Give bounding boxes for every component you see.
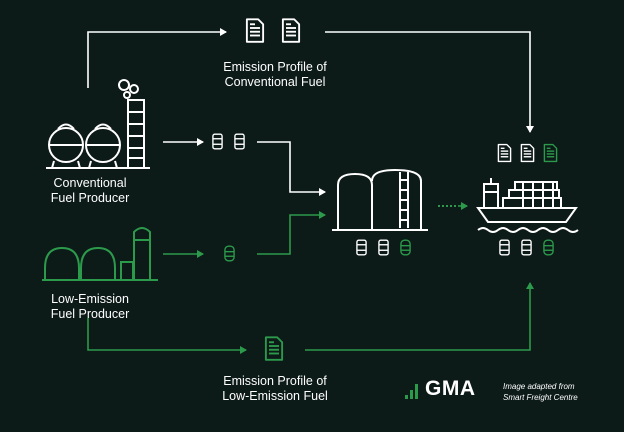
connector-bottom [87,282,534,354]
image-credit: Image adapted from Smart Freight Centre [503,381,578,403]
biogas-plant-icon [42,227,158,281]
barrel-icon [378,239,389,256]
label-line: Low-Emission Fuel Producer [50,292,130,321]
conventional-profile-label: Emission Profile of Conventional Fuel [200,60,350,90]
gma-logo-text: GMA [425,377,476,400]
barrel-icon [521,239,532,256]
document-icon [281,18,301,43]
low-emission-producer-label: Low-Emission Fuel Producer [30,292,150,322]
barrel-icon [234,133,245,150]
barrel-icon [499,239,510,256]
document-icon [245,18,265,43]
credit-line-1: Image adapted from [503,382,575,391]
refinery-icon [46,79,150,169]
connector-low-emission-fuel [163,211,326,258]
document-icon [520,143,535,163]
connector-top [87,28,534,133]
barrel-icon [224,245,235,262]
gma-logo-icon [405,384,418,399]
label-line: Emission Profile of Conventional Fuel [223,60,327,89]
document-icon [543,143,558,163]
barrel-icon [212,133,223,150]
credit-line-2: Smart Freight Centre [503,393,578,402]
document-icon [264,336,284,361]
label-line: Conventional Fuel Producer [50,176,130,205]
barrel-icon [543,239,554,256]
barrel-icon [356,239,367,256]
ship-icon [476,178,579,233]
conventional-producer-label: Conventional Fuel Producer [30,176,150,206]
low-emission-profile-label: Emission Profile of Low-Emission Fuel [195,374,355,404]
storage-tank-icon [332,168,428,231]
document-icon [497,143,512,163]
connector-conventional-fuel [163,138,326,196]
label-line: Emission Profile of Low-Emission Fuel [222,374,328,403]
barrel-icon [400,239,411,256]
